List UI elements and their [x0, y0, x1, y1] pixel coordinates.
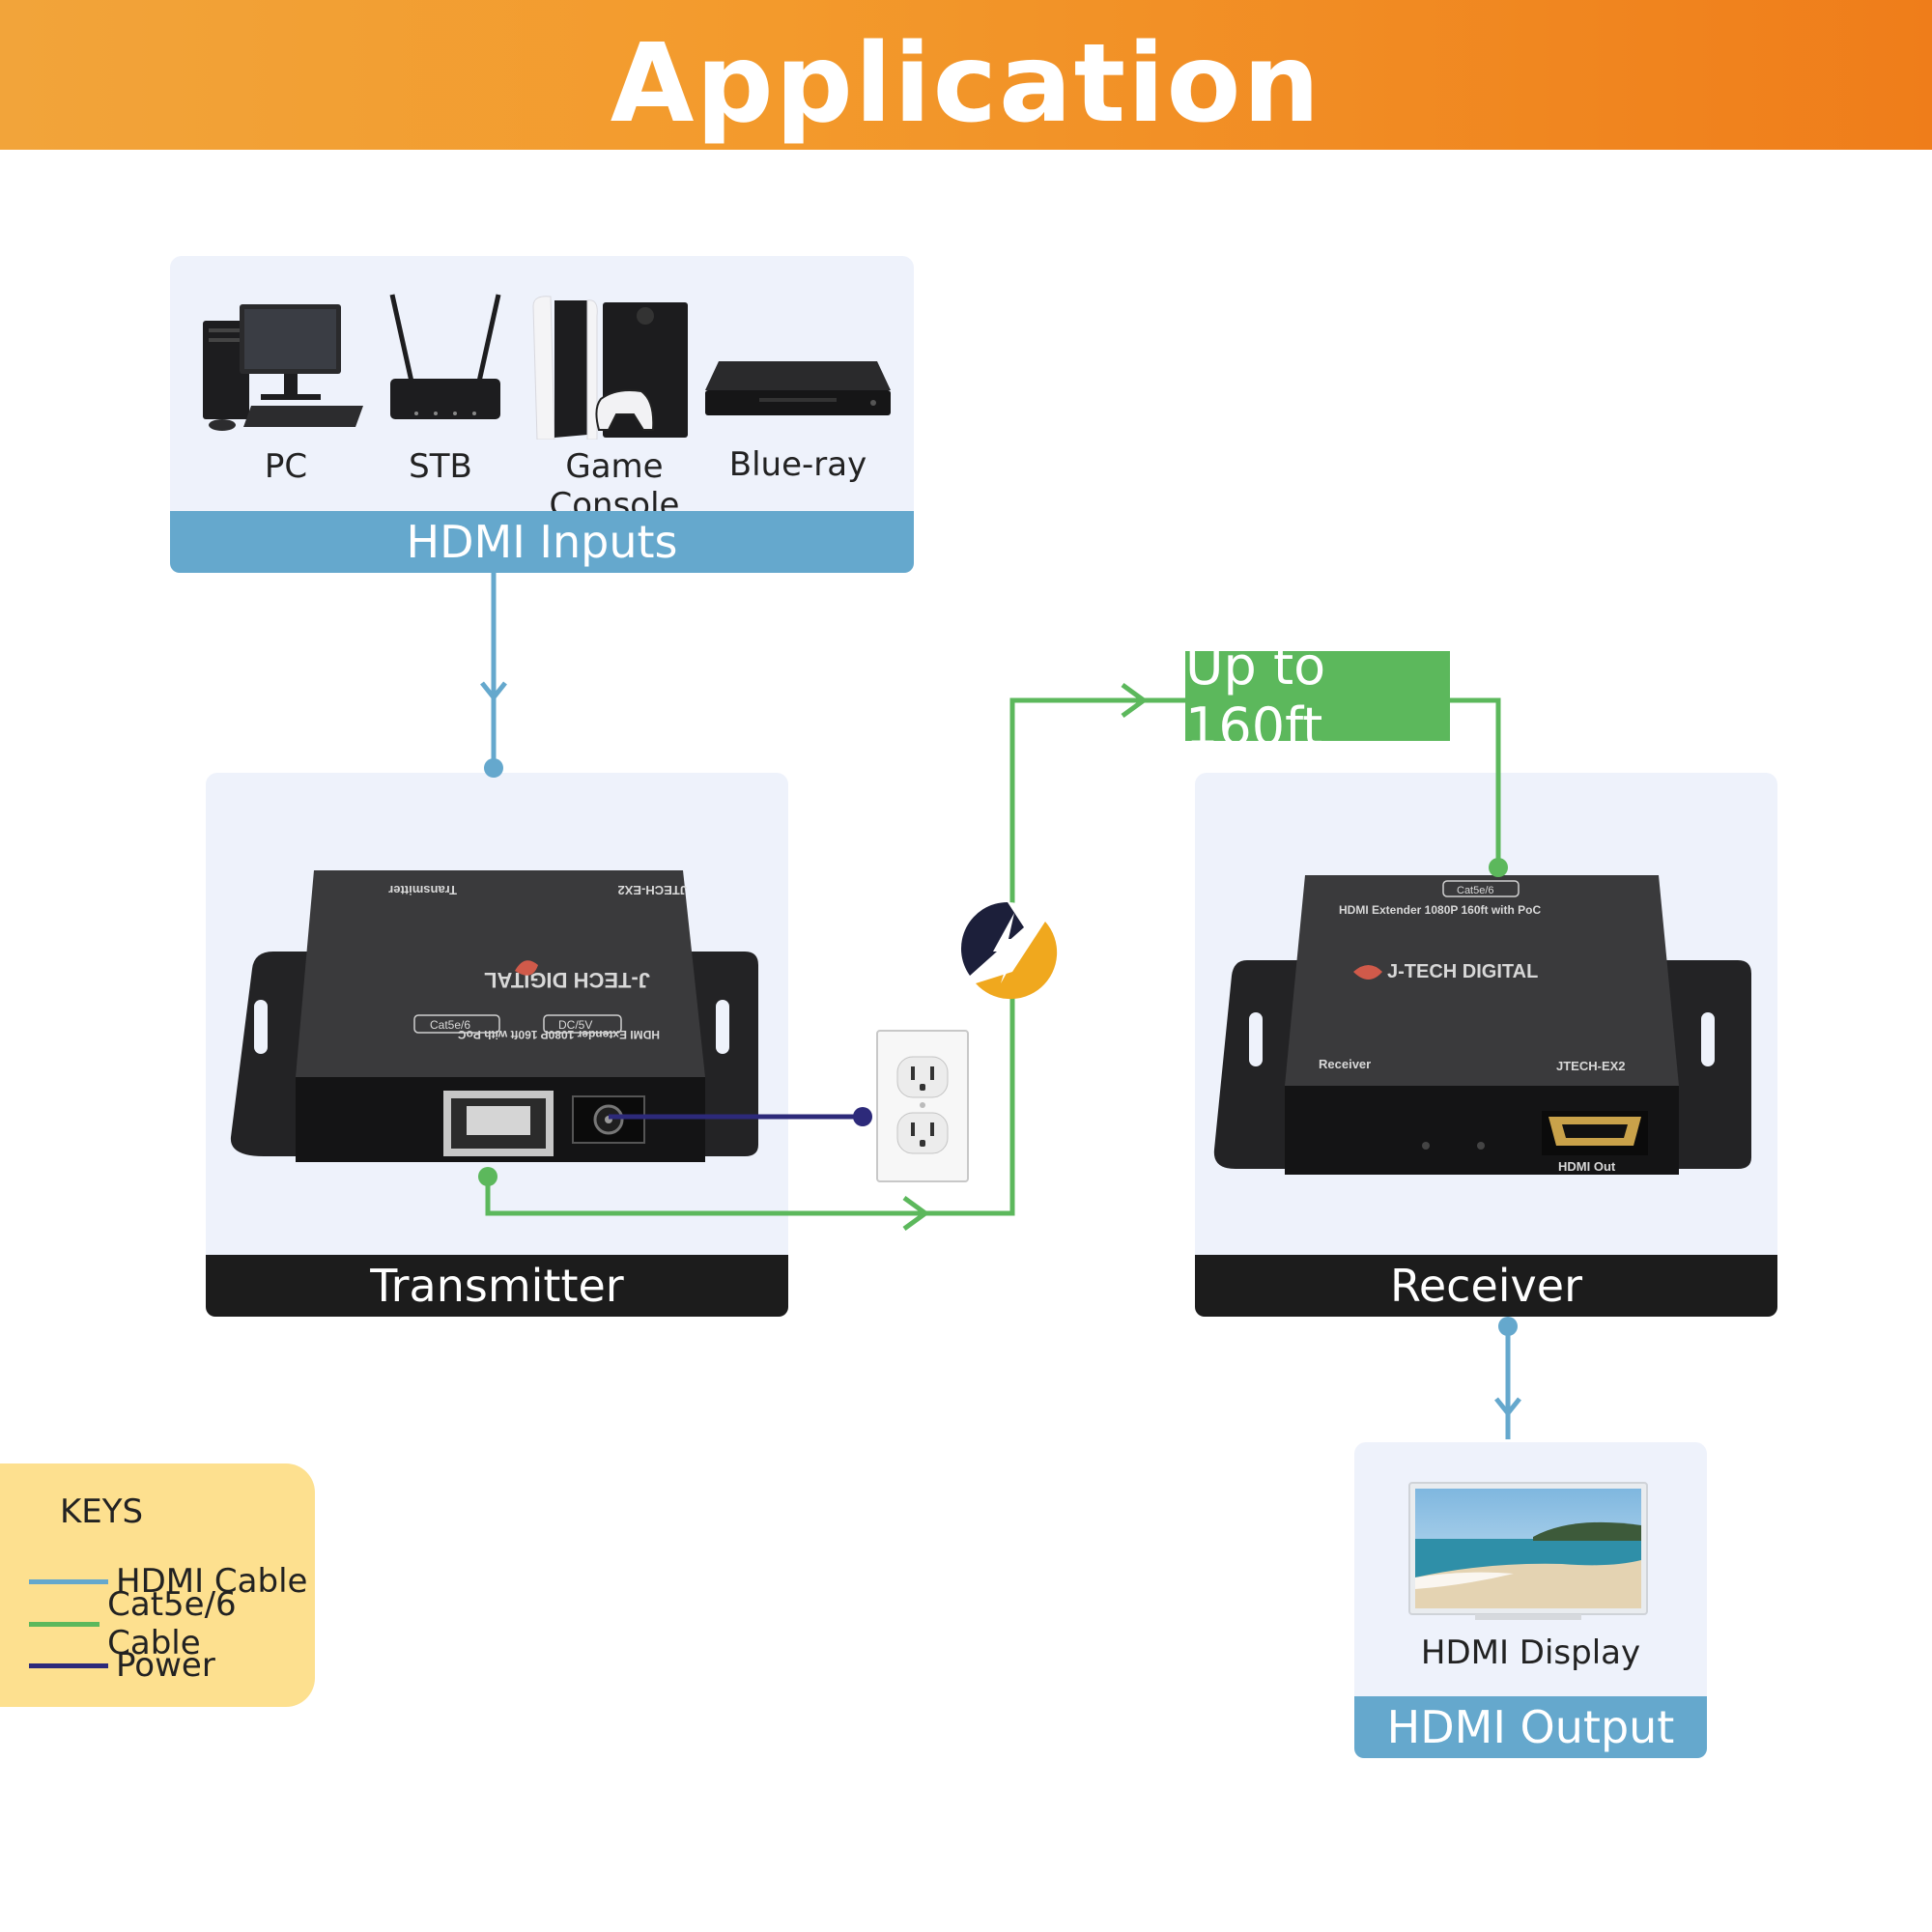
key-cat-label: Cat5e/6 Cable	[107, 1585, 237, 1662]
receiver-model-text: JTECH-EX2	[1556, 1059, 1626, 1073]
pc-icon	[203, 304, 363, 431]
hdmi-inputs-label: HDMI Inputs	[170, 511, 914, 573]
pc-label: PC	[264, 447, 308, 486]
cat-endpoint-transmitter	[478, 1167, 497, 1186]
transmitter-cat-port-label: Cat5e/6	[430, 1018, 470, 1032]
receiver-hdmi-port-label: HDMI Out	[1558, 1159, 1616, 1174]
transmitter-model-text: JTECH-EX2	[617, 883, 687, 897]
hdmi-input-endpoint	[484, 758, 503, 778]
hdmi-input-arrow	[480, 681, 507, 702]
transmitter-brand-text: J-TECH DIGITAL	[484, 968, 650, 992]
cat-arrow-top	[1121, 682, 1149, 719]
receiver-device: Cat5e/6 HDMI Extender 1080P 160ft with P…	[1213, 875, 1751, 1175]
power-over-cable-icon	[960, 902, 1058, 1000]
key-cat-cable: Cat5e/6 Cable	[29, 1585, 315, 1662]
blu-ray-label: Blue-ray	[728, 445, 867, 484]
wall-outlet-icon	[876, 1030, 969, 1182]
key-power: Power	[29, 1646, 215, 1685]
receiver-label: Receiver	[1195, 1255, 1777, 1317]
tv-icon	[1408, 1482, 1648, 1620]
receiver-brand-text: J-TECH DIGITAL	[1387, 961, 1538, 982]
cat-cable	[485, 697, 1186, 1216]
transmitter-power-port-label: DC/5V	[558, 1018, 592, 1032]
cat-arrow-bottom	[902, 1195, 930, 1232]
power-endpoint	[853, 1107, 872, 1126]
key-power-swatch	[29, 1662, 108, 1668]
distance-label: Up to 160ft	[1185, 636, 1450, 757]
blu-ray-player-icon	[705, 361, 891, 415]
header-banner: Application	[0, 0, 1932, 150]
receiver-panel: Cat5e/6 HDMI Extender 1080P 160ft with P…	[1195, 773, 1777, 1317]
transmitter-panel: JTECH-EX2 Transmitter J-TECH DIGITAL HDM…	[206, 773, 788, 1317]
key-cat-swatch	[29, 1621, 100, 1627]
transmitter-device: JTECH-EX2 Transmitter J-TECH DIGITAL HDM…	[230, 870, 758, 1162]
transmitter-role-text: Transmitter	[388, 883, 457, 897]
key-hdmi-swatch	[29, 1578, 108, 1584]
receiver-description-text: HDMI Extender 1080P 160ft with PoC	[1339, 903, 1542, 917]
hdmi-inputs-panel: PC STB Game Console Blue-ray HDMI Inputs	[170, 256, 914, 573]
hdmi-display-label: HDMI Display	[1420, 1634, 1641, 1672]
key-hdmi-cable: HDMI Cable	[29, 1562, 307, 1601]
transmitter-description-text: HDMI Extender 1080P 160ft with PoC	[457, 1028, 660, 1041]
receiver-cat-port-label: Cat5e/6	[1457, 885, 1494, 896]
stb-label: STB	[409, 447, 472, 486]
hdmi-output-panel: HDMI Display HDMI Output	[1354, 1442, 1707, 1758]
game-console-icon	[532, 296, 688, 440]
cat-cable-to-receiver	[1450, 697, 1501, 867]
keys-legend: KEYS HDMI Cable Cat5e/6 Cable Power	[0, 1463, 315, 1707]
hdmi-output-label: HDMI Output	[1354, 1696, 1707, 1758]
keys-title: KEYS	[60, 1492, 144, 1531]
key-power-label: Power	[116, 1646, 215, 1685]
page-title: Application	[610, 21, 1322, 147]
receiver-role-text: Receiver	[1319, 1057, 1371, 1071]
cat-endpoint-receiver	[1489, 858, 1508, 877]
stb-icon	[389, 294, 501, 419]
transmitter-label: Transmitter	[206, 1255, 788, 1317]
key-hdmi-label: HDMI Cable	[116, 1562, 308, 1601]
hdmi-output-arrow	[1494, 1397, 1521, 1418]
